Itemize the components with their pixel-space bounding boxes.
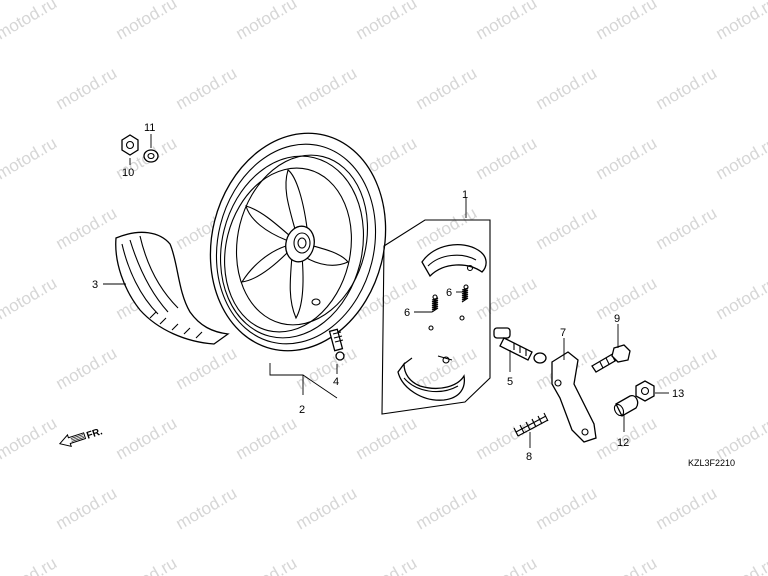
- callout-labels: 1 2 3 4 5 6 6 7 8 9 10 11 12 13: [92, 122, 684, 463]
- joint-pin[interactable]: [613, 395, 639, 418]
- valve-stem[interactable]: [328, 328, 345, 361]
- watermark-text: motod.ru: [0, 273, 60, 323]
- watermark-text: motod.ru: [713, 553, 768, 576]
- watermark-text: motod.ru: [413, 343, 481, 393]
- callout-10: 10: [122, 167, 134, 179]
- adjusting-nut[interactable]: [635, 380, 655, 402]
- watermark-text: motod.ru: [653, 203, 721, 253]
- wheel-rim[interactable]: [188, 114, 408, 369]
- brake-shoe-group: [381, 219, 491, 415]
- watermark-text: motod.ru: [713, 413, 768, 463]
- watermark-text: motod.ru: [593, 273, 661, 323]
- axle-nut[interactable]: [121, 134, 139, 156]
- watermark-text: motod.ru: [593, 0, 661, 43]
- callout-7: 7: [560, 327, 566, 339]
- callout-12: 12: [617, 437, 629, 449]
- watermark-text: motod.ru: [113, 553, 181, 576]
- watermark-text: motod.ru: [713, 273, 768, 323]
- watermark-text: motod.ru: [0, 0, 60, 43]
- watermark-text: motod.ru: [473, 0, 541, 43]
- watermark-text: motod.ru: [653, 343, 721, 393]
- callout-5: 5: [507, 376, 513, 388]
- callout-1: 1: [462, 189, 468, 201]
- callout-6-right: 6: [446, 287, 452, 299]
- washer[interactable]: [143, 149, 159, 163]
- brake-arm-bolt[interactable]: [591, 344, 631, 373]
- brake-shoe-upper[interactable]: [421, 244, 487, 278]
- watermark-text: motod.ru: [53, 63, 121, 113]
- watermark-text: motod.ru: [413, 483, 481, 533]
- watermark-text: motod.ru: [653, 63, 721, 113]
- watermark-text: motod.ru: [473, 553, 541, 576]
- callout-9: 9: [614, 313, 620, 325]
- brake-cam[interactable]: [493, 327, 547, 364]
- watermark-text: motod.ru: [293, 63, 361, 113]
- callout-6-left: 6: [404, 307, 410, 319]
- watermark-text: motod.ru: [413, 63, 481, 113]
- watermark-text: motod.ru: [533, 203, 601, 253]
- watermark-text: motod.ru: [293, 483, 361, 533]
- watermark-text: motod.ru: [473, 273, 541, 323]
- watermark-text: motod.ru: [53, 483, 121, 533]
- front-direction-indicator: FR.: [58, 426, 104, 448]
- tire[interactable]: [115, 231, 230, 345]
- watermark-text: motod.ru: [53, 203, 121, 253]
- watermark-text: motod.ru: [353, 413, 421, 463]
- callout-2: 2: [299, 404, 305, 416]
- watermark-text: motod.ru: [533, 63, 601, 113]
- watermark-text: motod.ru: [0, 413, 60, 463]
- watermark-text: motod.ru: [713, 133, 768, 183]
- watermark-text: motod.ru: [173, 483, 241, 533]
- watermark-text: motod.ru: [0, 553, 60, 576]
- watermark-text: motod.ru: [533, 483, 601, 533]
- leader-lines: [103, 134, 669, 448]
- callout-8: 8: [526, 451, 532, 463]
- watermark-text: motod.ru: [593, 553, 661, 576]
- watermark-text: motod.ru: [713, 0, 768, 43]
- return-spring[interactable]: [513, 412, 549, 437]
- watermark-text: motod.ru: [0, 133, 60, 183]
- watermark-text: motod.ru: [113, 0, 181, 43]
- watermark-text: motod.ru: [353, 0, 421, 43]
- brake-shoe-lower[interactable]: [397, 355, 466, 401]
- watermark-text: motod.ru: [593, 133, 661, 183]
- diagram-code: KZL3F2210: [688, 458, 735, 468]
- watermark-text: motod.ru: [233, 0, 301, 43]
- brake-arm[interactable]: [551, 351, 597, 443]
- arrow-left-icon: [58, 432, 87, 448]
- callout-11: 11: [144, 122, 155, 134]
- callout-3: 3: [92, 279, 98, 291]
- direction-label: FR.: [85, 426, 104, 442]
- watermark-text: motod.ru: [653, 483, 721, 533]
- brake-spring-right[interactable]: [459, 284, 469, 321]
- watermark-text: motod.ru: [53, 343, 121, 393]
- watermark-text: motod.ru: [473, 133, 541, 183]
- callout-13: 13: [672, 388, 684, 400]
- watermark-text: motod.ru: [173, 63, 241, 113]
- watermark-text: motod.ru: [233, 413, 301, 463]
- callout-4: 4: [333, 376, 339, 388]
- watermark-text: motod.ru: [173, 343, 241, 393]
- brake-spring-left[interactable]: [428, 294, 439, 331]
- watermark-text: motod.ru: [113, 413, 181, 463]
- watermark-text: motod.ru: [233, 553, 301, 576]
- watermark-text: motod.ru: [353, 553, 421, 576]
